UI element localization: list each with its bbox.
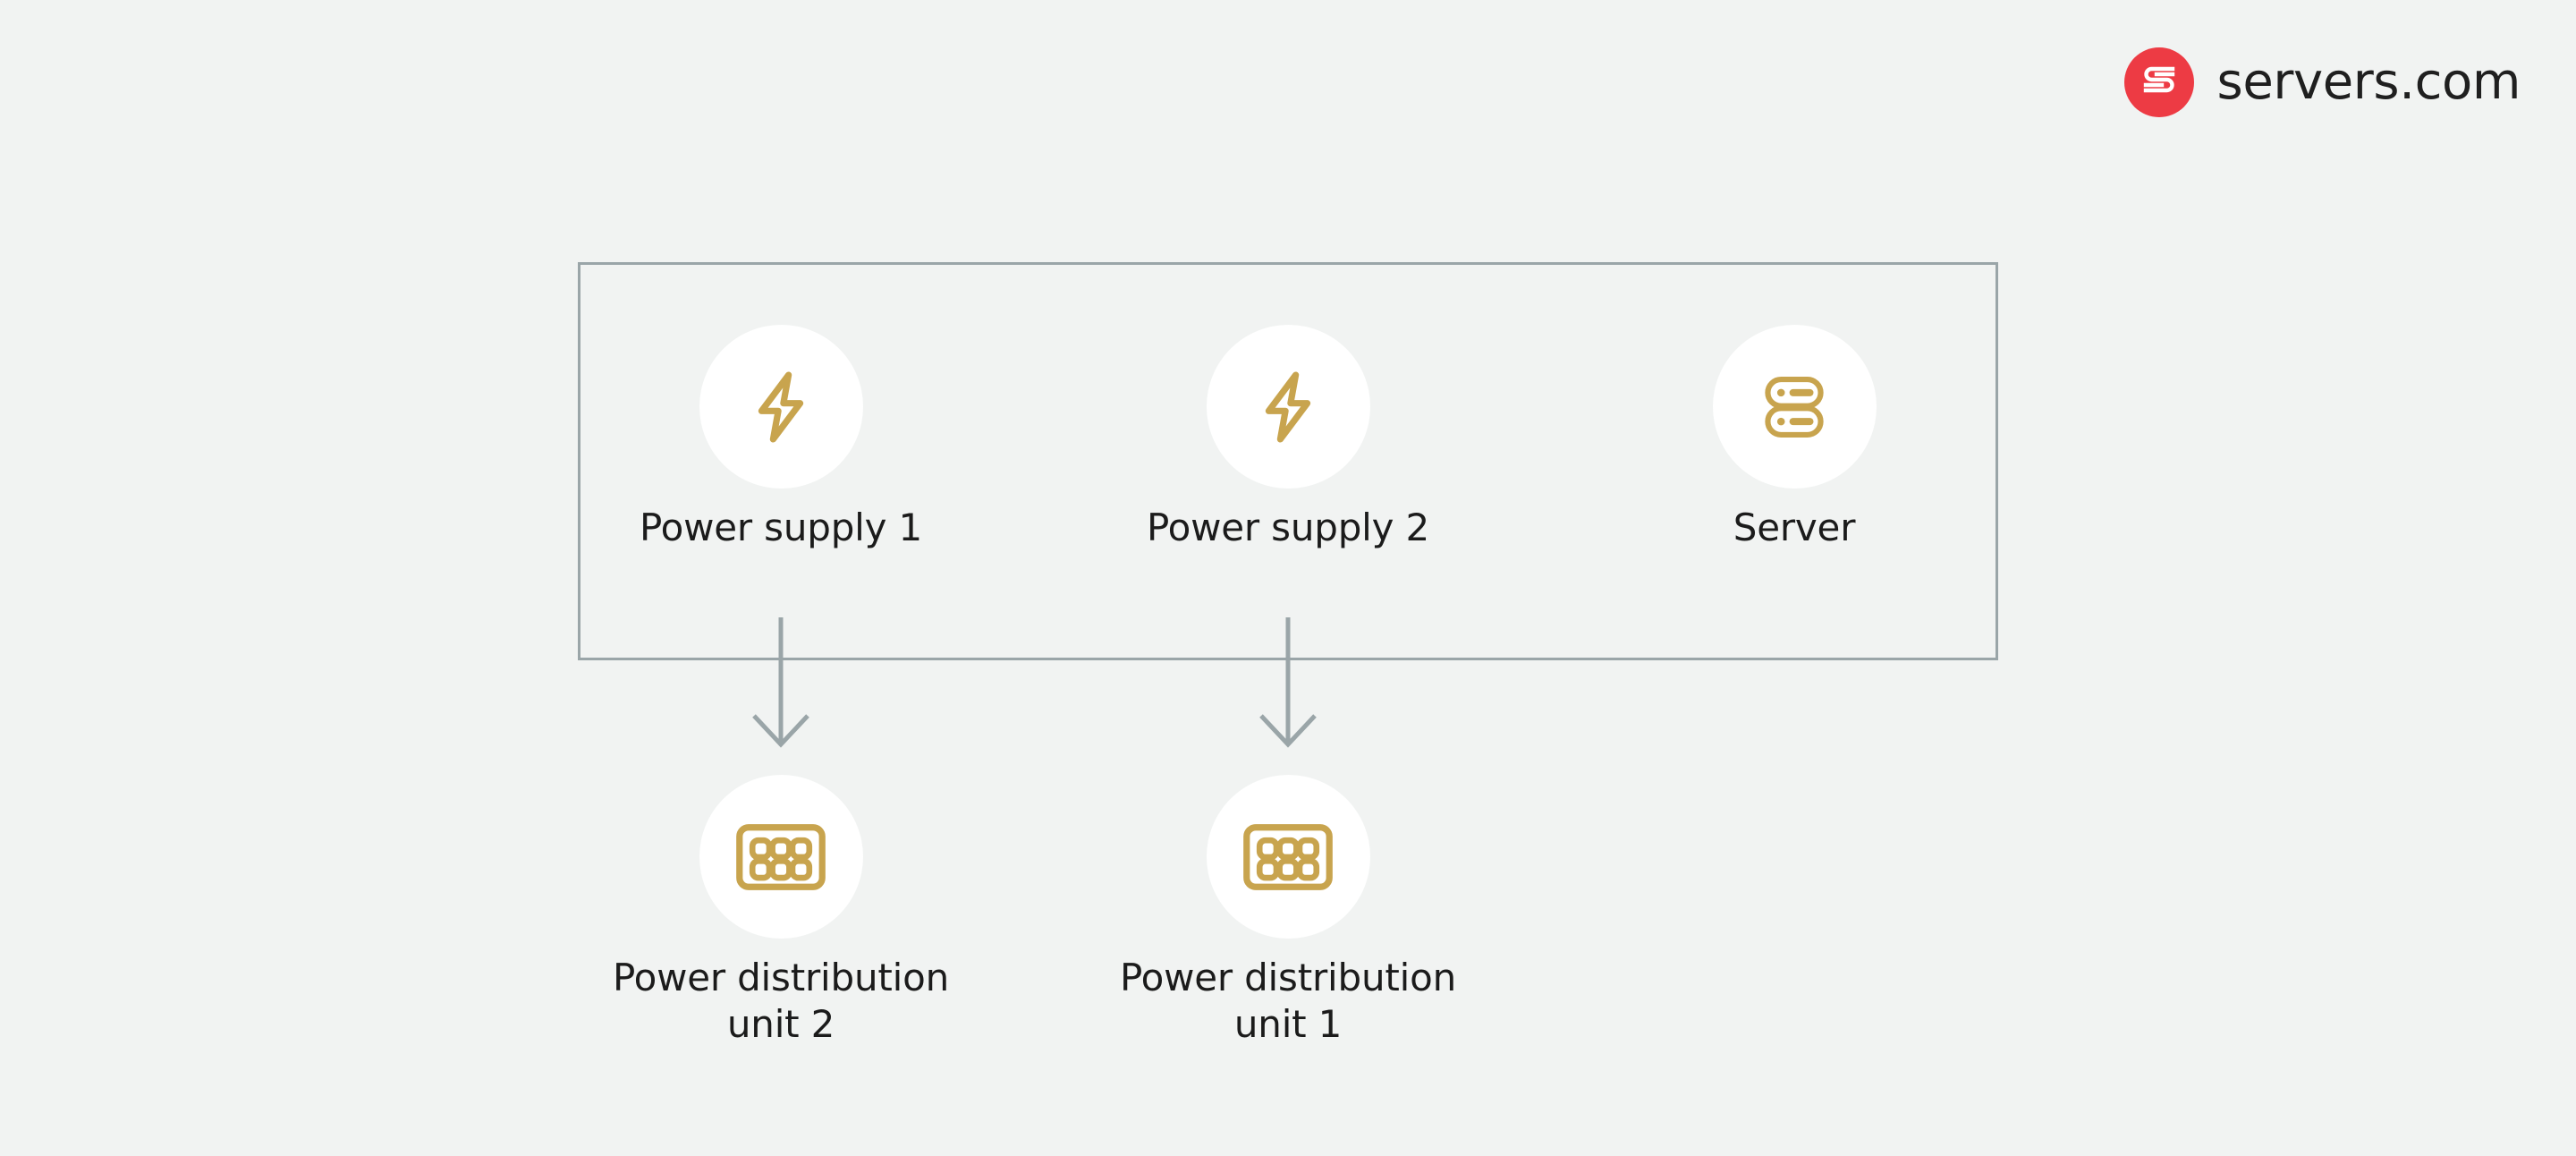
node-icon-wrapper bbox=[1206, 775, 1370, 939]
node-label: Power supply 1 bbox=[640, 506, 922, 549]
node-power-distribution-unit-1[interactable]: Power distribution unit 1 bbox=[1100, 775, 1476, 1048]
power-distribution-unit-icon bbox=[736, 823, 826, 890]
node-icon-wrapper bbox=[1712, 325, 1877, 489]
node-power-distribution-unit-2[interactable]: Power distribution unit 2 bbox=[593, 775, 969, 1048]
node-label: Power supply 2 bbox=[1147, 506, 1429, 549]
server-rack-icon bbox=[1765, 376, 1824, 438]
node-icon-wrapper bbox=[699, 325, 863, 489]
brand-name: servers.com bbox=[2216, 53, 2521, 111]
node-server[interactable]: Server bbox=[1606, 325, 1982, 551]
node-power-supply-2[interactable]: Power supply 2 bbox=[1100, 325, 1476, 551]
brand-logo[interactable]: servers.com bbox=[2123, 47, 2521, 117]
node-label: Server bbox=[1733, 506, 1856, 549]
node-power-supply-1[interactable]: Power supply 1 bbox=[593, 325, 969, 551]
node-icon-wrapper bbox=[699, 775, 863, 939]
node-label: Power distribution unit 1 bbox=[1119, 956, 1457, 1047]
servers-logo-icon bbox=[2123, 47, 2194, 117]
power-distribution-unit-icon bbox=[1243, 823, 1333, 890]
lightning-bolt-icon bbox=[758, 370, 804, 443]
node-icon-wrapper bbox=[1206, 325, 1370, 489]
lightning-bolt-icon bbox=[1265, 370, 1311, 443]
node-label: Power distribution unit 2 bbox=[612, 956, 950, 1047]
